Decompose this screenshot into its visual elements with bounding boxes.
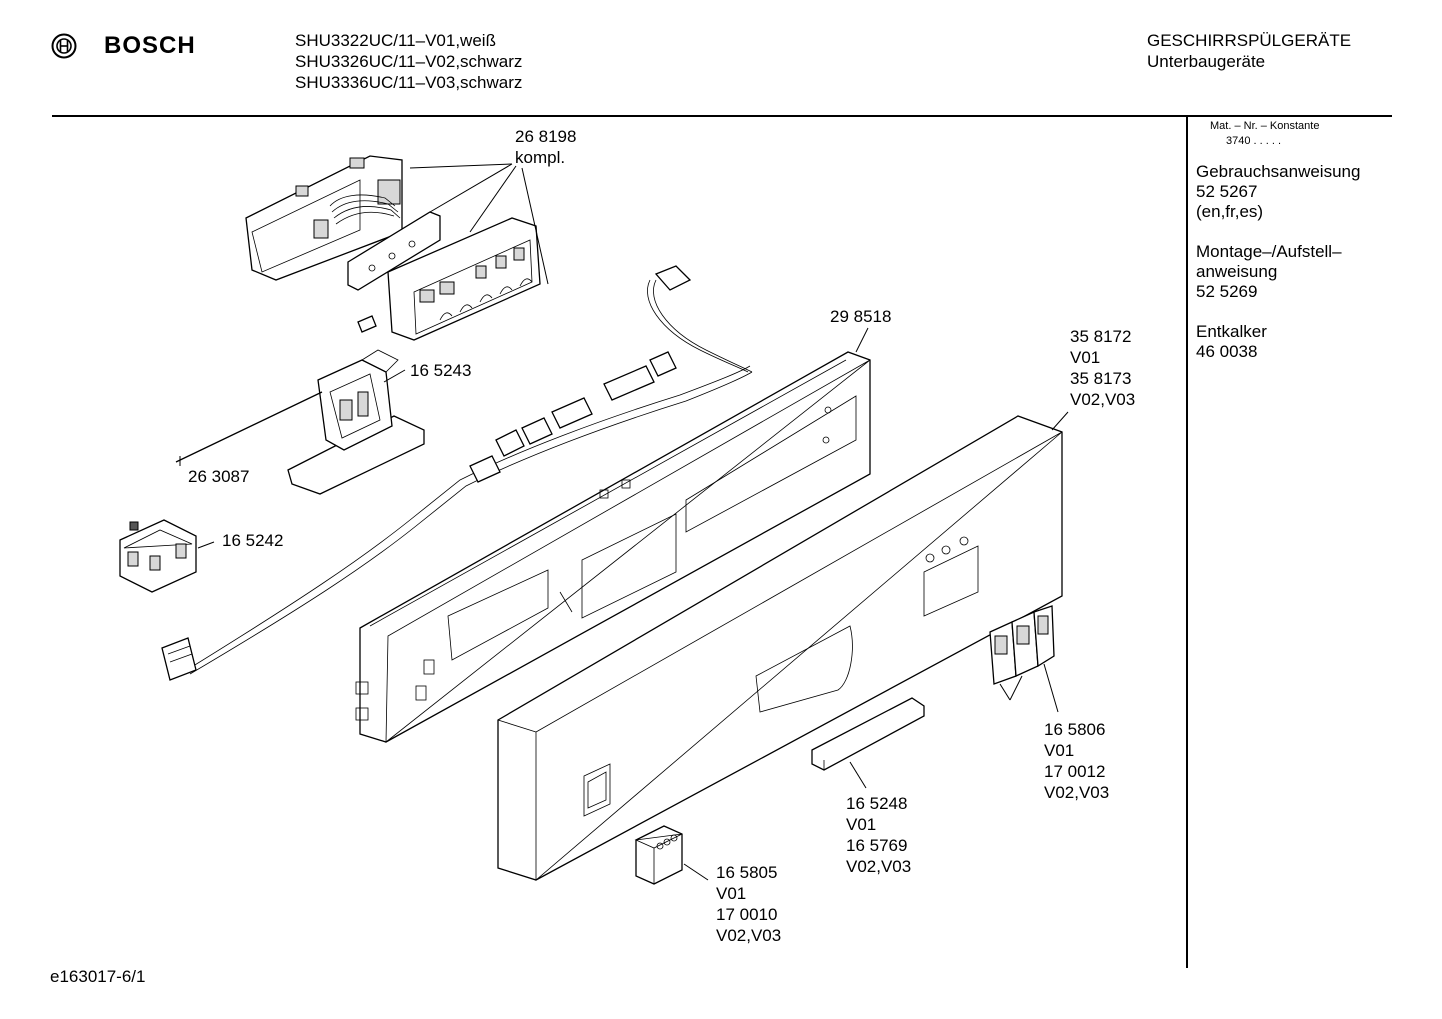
part-variant: V01 [846,815,877,834]
drawing-id: e163017-6/1 [50,967,146,986]
doc-installation-manual: Montage–/Aufstell– anweisung 52 5269 [1196,242,1342,302]
mat-number-value: 3740 . . . . . [1226,135,1282,147]
leader-165248 [849,761,867,789]
part-label-263087: 26 3087 [188,467,250,486]
inner-frame-298518 [355,351,871,743]
model-line: SHU3326UC/11–V02,schwarz [295,52,523,71]
part-label-268198: 26 8198 kompl. [515,126,576,168]
bosch-logo [50,32,78,65]
leader-165806 [999,663,1059,713]
part-number: 26 8198 [515,127,577,146]
part-number: 16 5769 [846,836,908,855]
bosch-armature-icon [51,33,77,59]
part-label-165242: 16 5242 [222,531,284,550]
button-block-165805 [634,825,683,885]
control-module-assembly [245,155,541,341]
part-variant: V01 [716,884,747,903]
part-number: 17 0012 [1044,762,1106,781]
leader-358172 [1051,411,1069,431]
part-label-165806: 16 5806 V01 17 0012 V02,V03 [1044,719,1109,803]
model-line: SHU3322UC/11–V01,weiß [295,31,496,50]
rod-263087 [175,391,323,463]
part-number: 17 0010 [716,905,778,924]
part-note: kompl. [515,148,566,167]
mat-number-label: Mat. – Nr. – Konstante [1210,120,1320,132]
doc-title: Gebrauchsanweisung [1196,162,1361,181]
part-variant: V02,V03 [1044,783,1110,802]
part-number: 16 5248 [846,794,908,813]
leader-165805 [683,863,709,881]
part-label-298518: 29 8518 [830,307,892,326]
subcategory-title: Unterbaugeräte [1147,52,1266,71]
part-number: 35 8172 [1070,327,1132,346]
category-block: GESCHIRRSPÜLGERÄTE Unterbaugeräte [1147,30,1351,72]
part-variant: V01 [1070,348,1101,367]
part-label-165805: 16 5805 V01 17 0010 V02,V03 [716,862,781,946]
doc-note: (en,fr,es) [1196,202,1264,221]
part-label-358172: 35 8172 V01 35 8173 V02,V03 [1070,326,1135,410]
leader-298518 [855,327,869,353]
part-variant: V02,V03 [716,926,782,945]
doc-title: Montage–/Aufstell– [1196,242,1342,261]
part-variant: V01 [1044,741,1075,760]
part-variant: V02,V03 [1070,390,1136,409]
part-label-165248: 16 5248 V01 16 5769 V02,V03 [846,793,911,877]
doc-number: 52 5267 [1196,182,1258,201]
doc-descaler: Entkalker 46 0038 [1196,322,1267,362]
switch-165242 [119,519,197,593]
part-number: 35 8173 [1070,369,1132,388]
handle-strip-165248 [811,697,925,771]
doc-user-manual: Gebrauchsanweisung 52 5267 (en,fr,es) [1196,162,1360,222]
leader-268198 [409,163,549,285]
model-list: SHU3322UC/11–V01,weiß SHU3326UC/11–V02,s… [295,30,522,93]
part-label-165243: 16 5243 [410,361,472,380]
leader-165242 [197,541,215,549]
front-panel-358172 [497,415,1063,881]
doc-number: 46 0038 [1196,342,1258,361]
category-title: GESCHIRRSPÜLGERÄTE [1147,31,1352,50]
part-number: 16 5805 [716,863,778,882]
leader-165243 [383,369,406,383]
wiring-harness [161,265,753,681]
part-number: 16 5806 [1044,720,1106,739]
model-line: SHU3336UC/11–V03,schwarz [295,73,523,92]
switch-assembly-165243 [287,349,425,495]
brand-name: BOSCH [104,32,196,59]
buttons-165806 [989,605,1055,685]
doc-number: 52 5269 [1196,282,1258,301]
part-variant: V02,V03 [846,857,912,876]
doc-title-cont: anweisung [1196,262,1278,281]
doc-title: Entkalker [1196,322,1267,341]
